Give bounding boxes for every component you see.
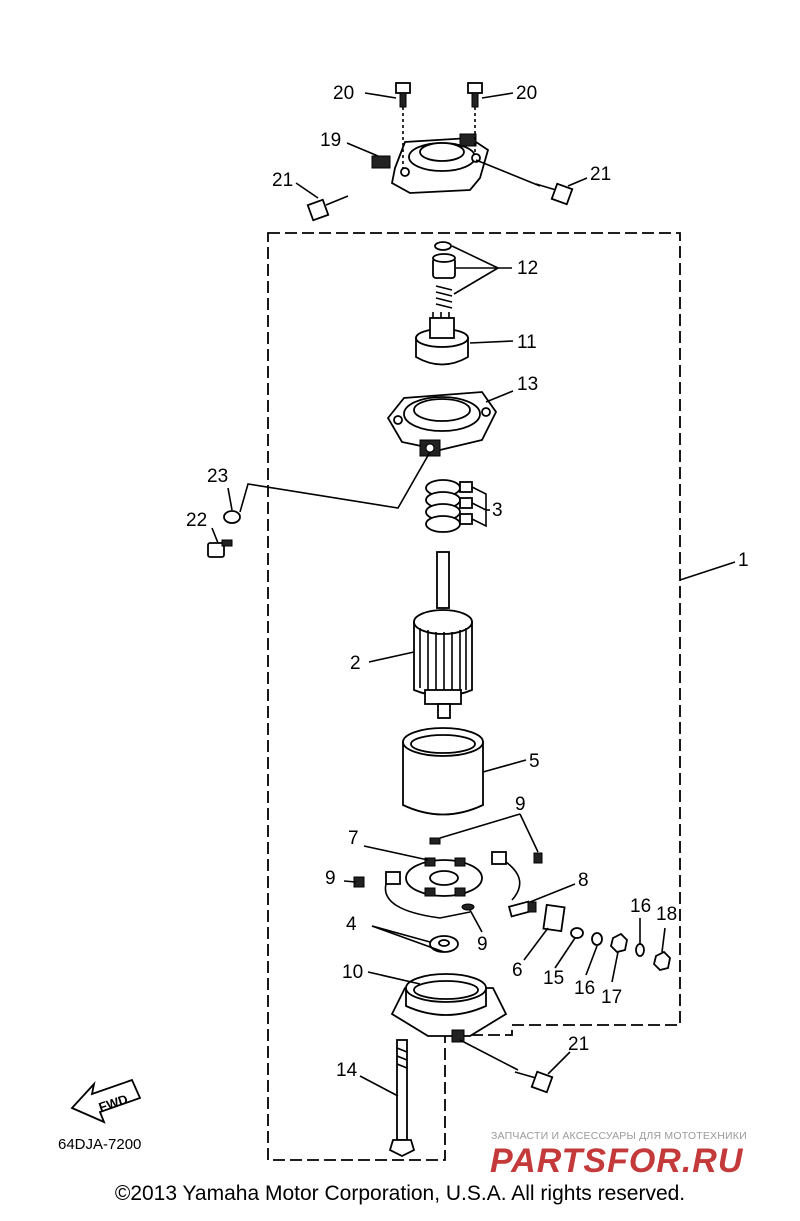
screw-9-top	[429, 837, 441, 845]
plate-6	[542, 903, 566, 933]
bolt-8	[507, 900, 537, 918]
callout-18: 18	[656, 904, 677, 925]
washer-16-a	[591, 932, 603, 946]
callout-20-left: 20	[333, 83, 354, 104]
armature-2	[413, 551, 473, 719]
bolt-20-left	[395, 82, 411, 168]
callout-10: 10	[342, 962, 363, 983]
bolt-20-right	[467, 82, 483, 152]
callout-5: 5	[529, 751, 540, 772]
through-bolt-14	[388, 1039, 416, 1158]
callout-20-right: 20	[516, 83, 537, 104]
brush-holder-7	[384, 851, 521, 919]
washer-23	[223, 510, 241, 524]
callout-15: 15	[543, 968, 564, 989]
bolt-21-right	[535, 182, 574, 206]
yoke-5	[402, 727, 484, 816]
callout-17: 17	[601, 987, 622, 1008]
callout-16-upper: 16	[630, 896, 651, 917]
bracket-19	[371, 133, 490, 194]
housing-13	[386, 391, 498, 457]
washer-15	[570, 927, 584, 939]
callout-11: 11	[517, 332, 537, 353]
leader-lines	[211, 92, 736, 1097]
screw-9-right	[533, 852, 543, 864]
callout-21-right: 21	[590, 164, 611, 185]
watermark-brand: PARTSFOR.RU	[490, 1142, 744, 1180]
washer-4	[429, 935, 459, 953]
callout-9-top: 9	[515, 794, 526, 815]
nut-18	[653, 950, 671, 971]
callout-21-left: 21	[272, 170, 293, 191]
callout-2: 2	[350, 653, 361, 674]
housing-10	[390, 973, 508, 1043]
bolt-21-left	[306, 195, 349, 222]
spring-12	[435, 285, 453, 309]
pinion-11	[415, 312, 469, 366]
watermark-tagline: ЗАПЧАСТИ И АКСЕССУАРЫ ДЛЯ МОТОТЕХНИКИ	[491, 1130, 747, 1142]
bolt-22	[207, 539, 233, 558]
callout-13: 13	[517, 374, 538, 395]
assembly-boundary	[267, 232, 681, 1161]
callout-16-lower: 16	[574, 978, 595, 999]
callout-7: 7	[348, 828, 359, 849]
callout-23: 23	[207, 466, 228, 487]
callout-6: 6	[512, 960, 523, 981]
callout-22: 22	[186, 510, 207, 531]
bolt-21-bottom	[514, 1070, 554, 1094]
nut-17	[610, 932, 628, 953]
callout-21-bottom: 21	[568, 1034, 589, 1055]
callout-12: 12	[517, 258, 538, 279]
screw-9-bottom	[461, 903, 475, 911]
brush-set-3	[425, 479, 473, 533]
copyright-notice: ©2013 Yamaha Motor Corporation, U.S.A. A…	[114, 1182, 686, 1205]
callout-8: 8	[578, 870, 589, 891]
diagram-code: 64DJA-7200	[58, 1136, 141, 1153]
callout-19: 19	[320, 130, 341, 151]
callout-9-bottom: 9	[477, 934, 488, 955]
callout-4: 4	[346, 914, 357, 935]
fwd-arrow-icon: FWD	[70, 1078, 142, 1124]
callout-9-left: 9	[325, 868, 336, 889]
washer-16-b	[635, 943, 645, 957]
collar-12	[432, 253, 456, 279]
callout-14: 14	[336, 1060, 358, 1081]
callout-3: 3	[492, 500, 503, 521]
clip-12	[434, 241, 452, 251]
callout-1: 1	[738, 550, 749, 571]
